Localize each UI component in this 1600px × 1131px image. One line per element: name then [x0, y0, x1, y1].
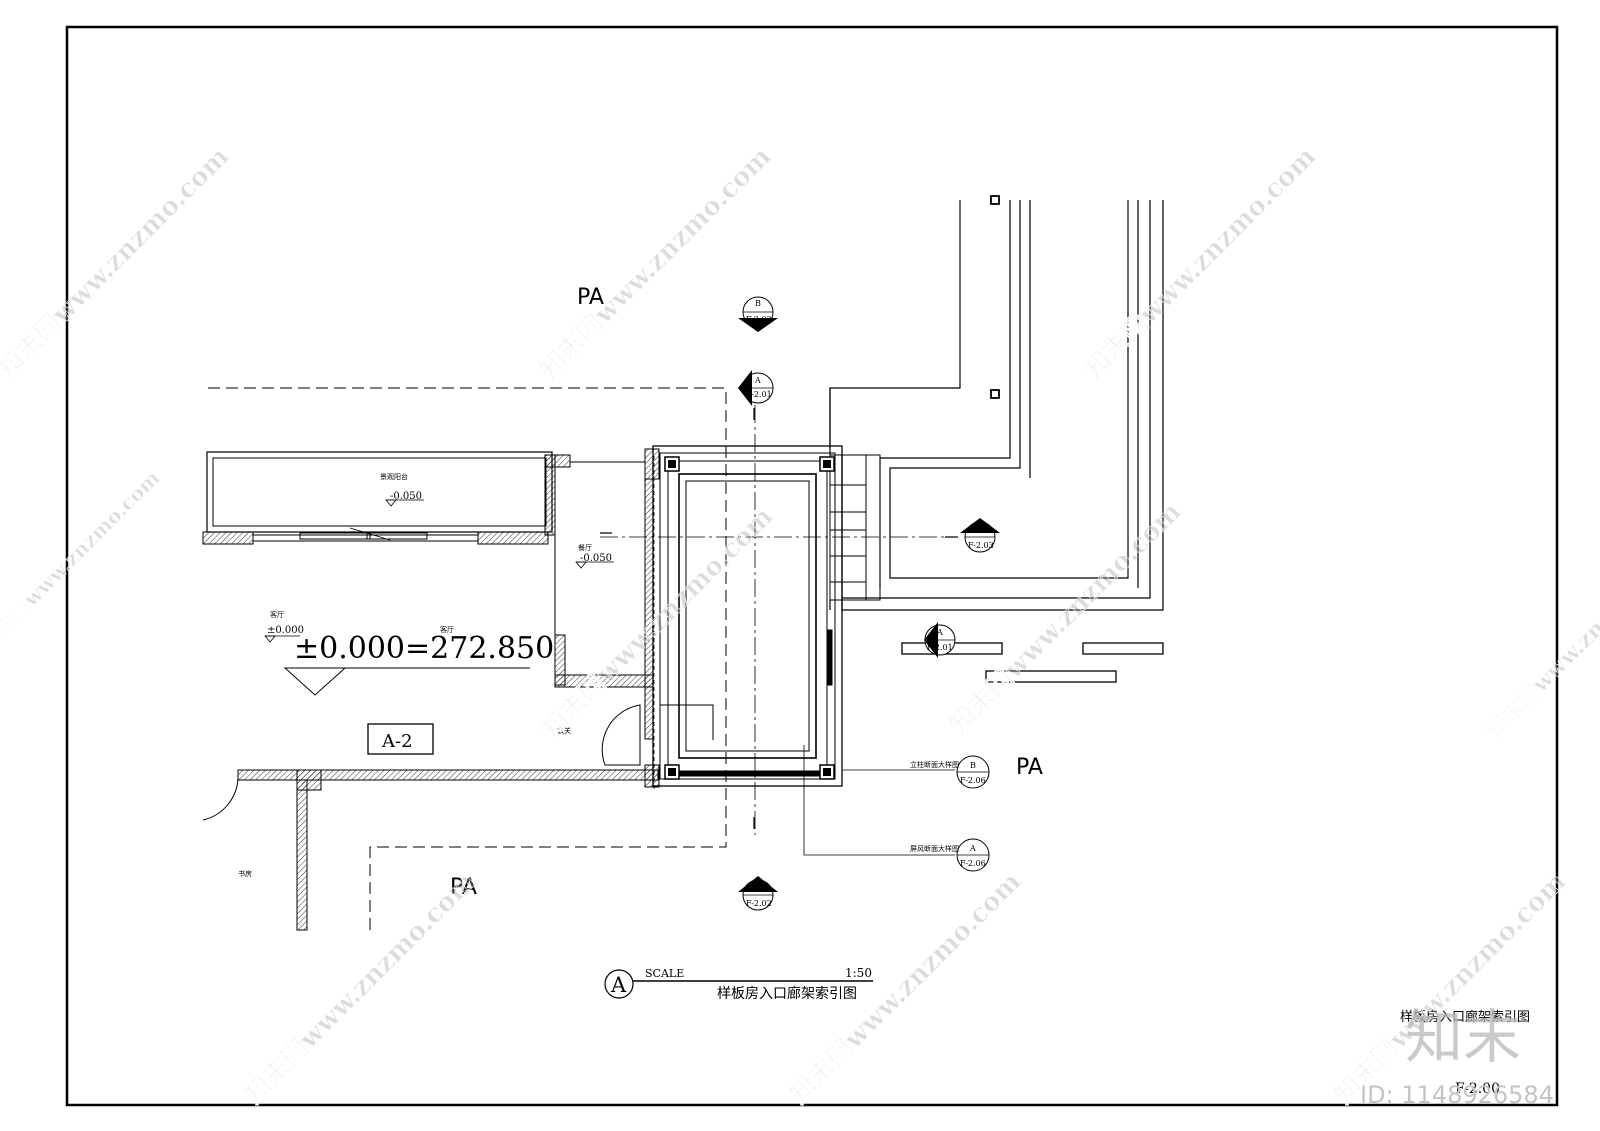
svg-text:立柱断面大样图: 立柱断面大样图: [910, 760, 959, 769]
svg-text:F-2.03: F-2.03: [968, 541, 994, 550]
study-label: 书房: [238, 869, 252, 878]
svg-text:知末网www.znzmo.com: 知末网www.znzmo.com: [0, 466, 164, 654]
svg-text:样板房入口廊架索引图: 样板房入口廊架索引图: [717, 985, 857, 1002]
sheet-number: F-2.00: [1455, 1081, 1500, 1097]
balcony-elevation: -0.050: [390, 491, 422, 502]
dining-elevation: -0.050: [580, 553, 612, 564]
svg-text:知末网www.znzmo.com: 知末网www.znzmo.com: [1079, 142, 1322, 385]
svg-text:知末网www.znzmo.com: 知末网www.znzmo.com: [0, 142, 235, 385]
watermark-layer: 知末网www.znzmo.com 知末网www.znzmo.com 知末网www…: [0, 141, 1600, 1110]
section-mark-a-f202: A F-2.02: [738, 817, 778, 911]
study-door-swing: [202, 774, 239, 821]
section-mark-a-f201: A F-2.01: [738, 370, 774, 420]
entry-label: 玄关: [557, 726, 571, 735]
hall-label-2: 客厅: [440, 625, 454, 634]
svg-text:F-2.06: F-2.06: [960, 776, 986, 785]
svg-text:1:50: 1:50: [845, 966, 872, 980]
dining-label: 餐厅: [578, 543, 592, 552]
boundary-line: [208, 387, 727, 935]
svg-text:知末网www.znzmo.com: 知末网www.znzmo.com: [536, 502, 779, 745]
sheet-border: [65, 25, 1559, 1107]
sheet-title: 样板房入口廊架索引图: [1400, 1009, 1530, 1025]
watermark-logo: 知末: [1405, 1003, 1521, 1071]
zone-label-pa-bottom: PA: [450, 875, 477, 900]
svg-text:F-2.02: F-2.02: [746, 899, 772, 908]
svg-text:知末网www.znzmo.com: 知末网www.znzmo.com: [534, 142, 777, 385]
hall-label: 客厅: [270, 610, 284, 619]
zone-label-pa-right: PA: [1016, 755, 1043, 780]
svg-text:知末网www.znzmo.com: 知末网www.znzmo.com: [1481, 538, 1600, 744]
pergola: [652, 445, 843, 787]
detail-callout-column: 立柱断面大样图 B F-2.06: [843, 755, 990, 789]
svg-text:F-2.01: F-2.01: [746, 390, 772, 399]
elevation-symbols: [264, 499, 614, 643]
zone-label-pa-top: PA: [577, 285, 604, 310]
steps: [829, 454, 881, 601]
pool-light: [990, 389, 1000, 399]
svg-text:知末网www.znzmo.com: 知末网www.znzmo.com: [239, 867, 482, 1110]
balcony-label: 景观阳台: [380, 472, 408, 481]
hall-elevation: ±0.000: [267, 625, 304, 636]
svg-text:A: A: [936, 628, 943, 637]
svg-text:A: A: [754, 376, 761, 385]
svg-text:B: B: [970, 761, 976, 770]
detail-callout-screen: 屏风断面大样图 A F-2.06: [803, 745, 990, 872]
svg-text:A: A: [610, 973, 627, 997]
pool-light: [990, 195, 1000, 205]
section-mark-b-f202: B F-2.02: [738, 296, 778, 332]
svg-text:A: A: [976, 526, 983, 535]
svg-text:屏风断面大样图: 屏风断面大样图: [910, 844, 959, 853]
section-mark-a-f201-b: A F-2.01: [924, 622, 956, 658]
entry-door-swing: [601, 704, 641, 766]
grid-tag-box: [367, 723, 434, 755]
svg-text:A: A: [754, 885, 761, 894]
balcony: [202, 451, 553, 545]
watermark-id: ID: 1148926584: [1360, 1081, 1554, 1109]
entry-frame: [660, 704, 714, 740]
svg-text:F-2.01: F-2.01: [927, 643, 953, 652]
section-mark-a-f203: A F-2.03: [600, 518, 1000, 553]
svg-text:F-2.06: F-2.06: [960, 859, 986, 868]
datum-elevation: ±0.000=272.850: [294, 631, 554, 666]
pergola-columns: [664, 456, 835, 780]
datum-triangle: [283, 667, 347, 696]
svg-text:A: A: [969, 844, 976, 853]
drawing-title-block: A SCALE 1:50 样板房入口廊架索引图: [604, 966, 873, 1002]
svg-text:知末网www.znzmo.com: 知末网www.znzmo.com: [1329, 867, 1572, 1110]
svg-text:F-2.02: F-2.02: [746, 315, 772, 324]
svg-text:B: B: [755, 299, 761, 308]
pool-outline: [829, 200, 1164, 611]
grid-tag: A-2: [381, 731, 413, 752]
svg-text:SCALE: SCALE: [645, 967, 684, 980]
